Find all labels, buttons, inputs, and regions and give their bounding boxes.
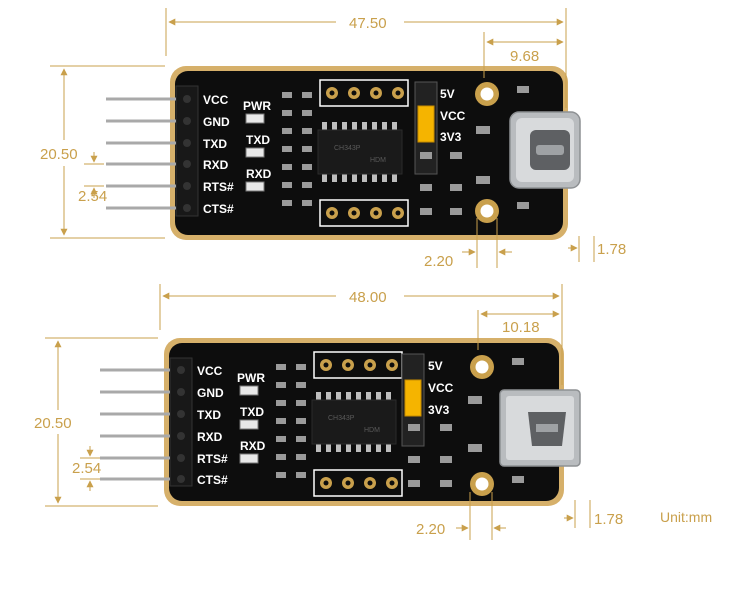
pin-label: VCC	[203, 93, 229, 107]
led	[245, 181, 265, 192]
led-label: PWR	[237, 371, 265, 385]
led-label: TXD	[240, 405, 264, 419]
led-label: RXD	[246, 167, 272, 181]
jumper-cap	[404, 379, 422, 417]
jumper-cap	[417, 105, 435, 143]
header-pins	[100, 366, 185, 483]
dimension-connector-offset: 9.68	[510, 48, 539, 65]
led	[239, 385, 259, 396]
led-label: RXD	[240, 439, 266, 453]
pin-label: RTS#	[203, 180, 234, 194]
dimensions-bottom: 48.00 10.18 20.50 2.54 2.20 1.78 Unit:mm	[34, 284, 712, 540]
pad-row	[313, 469, 403, 497]
pads	[320, 477, 398, 489]
pads	[320, 359, 398, 371]
jumper-label: 3V3	[440, 130, 462, 144]
pin-label: TXD	[203, 137, 227, 151]
unit-label: Unit:mm	[660, 509, 712, 525]
smd-components	[420, 86, 529, 215]
chip-marking: CH343P	[334, 145, 361, 152]
header-pins	[106, 95, 191, 212]
dimension-height: 20.50	[34, 415, 72, 432]
led	[245, 147, 265, 158]
board-mini-usb: VCC GND TXD RXD RTS# CTS# PWR TXD RXD	[100, 338, 581, 506]
dimension-connector-offset: 10.18	[502, 319, 540, 336]
smd-components	[282, 92, 312, 206]
smd-components	[276, 364, 306, 478]
pin-header-block	[175, 85, 199, 217]
chip-marking: CH343P	[328, 415, 355, 422]
pad-row	[319, 79, 409, 107]
chip-marking: HDM	[364, 427, 380, 434]
led	[245, 113, 265, 124]
dimension-edge-offset: 1.78	[594, 511, 623, 528]
dimension-length: 48.00	[349, 289, 387, 306]
dimension-edge-offset: 1.78	[597, 241, 626, 258]
pin-header-block	[169, 357, 193, 487]
pin-label: RXD	[197, 430, 223, 444]
dimension-height: 20.50	[40, 146, 78, 163]
jumper-label: 5V	[428, 359, 443, 373]
led	[239, 453, 259, 464]
jumper-label: 5V	[440, 87, 455, 101]
usb-type-c-connector	[509, 111, 581, 189]
ic-chip: CH343P HDM	[311, 392, 397, 452]
pin-label: GND	[197, 386, 224, 400]
jumper-label: VCC	[428, 381, 454, 395]
led-label: PWR	[243, 99, 271, 113]
dimension-hole-spacing: 2.20	[416, 521, 445, 538]
led-label: TXD	[246, 133, 270, 147]
pin-label: RXD	[203, 158, 229, 172]
pin-label: TXD	[197, 408, 221, 422]
led	[239, 419, 259, 430]
dimension-length: 47.50	[349, 15, 387, 32]
mini-usb-connector	[499, 389, 581, 467]
pin-label: GND	[203, 115, 230, 129]
smd-components	[408, 358, 524, 487]
ic-chip: CH343P HDM	[317, 122, 403, 182]
pads	[326, 207, 404, 219]
dimension-pin-pitch: 2.54	[78, 188, 107, 205]
pin-label: RTS#	[197, 452, 228, 466]
pin-label: CTS#	[203, 202, 234, 216]
jumper-label: 3V3	[428, 403, 450, 417]
pin-label: VCC	[197, 364, 223, 378]
pin-label: CTS#	[197, 473, 228, 487]
dimension-pin-pitch: 2.54	[72, 460, 101, 477]
dimension-hole-spacing: 2.20	[424, 253, 453, 270]
pads	[326, 87, 404, 99]
jumper-label: VCC	[440, 109, 466, 123]
chip-marking: HDM	[370, 157, 386, 164]
dimensions-top: 47.50 9.68 20.50 2.54 2.20 1.78	[40, 8, 626, 270]
pad-row	[319, 199, 409, 227]
board-type-c: VCC GND TXD RXD RTS# CTS# PWR TXD RXD	[106, 66, 581, 240]
